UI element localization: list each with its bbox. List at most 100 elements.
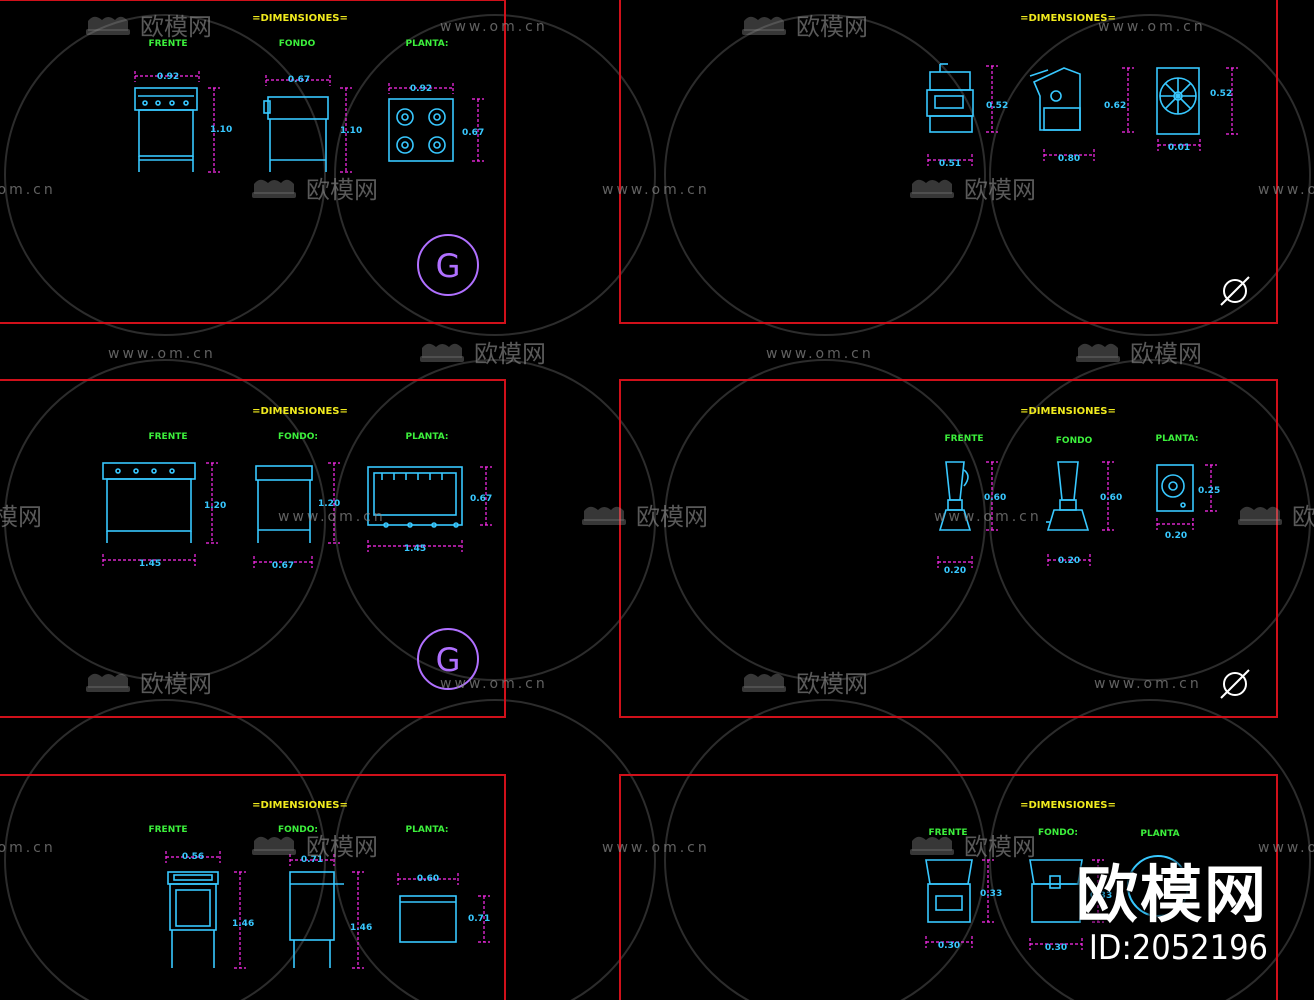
- frame-5: [0, 774, 506, 1000]
- watermark-cn: 欧模网: [636, 503, 708, 531]
- dim-w3: 0.20: [1165, 531, 1187, 541]
- watermark-url: www.om.cn: [1094, 676, 1202, 692]
- dim-side-width: 0.71: [301, 855, 323, 865]
- watermark-cn: 欧模网: [964, 833, 1036, 861]
- panel-fryer-cabinet: =DIMENSIONES= FRENTE FONDO: PLANTA:: [148, 800, 490, 969]
- label-plan: PLANTA:: [1155, 434, 1198, 444]
- watermark-url: www.om.cn: [108, 346, 216, 362]
- dim-side-width: 0.67: [288, 75, 310, 85]
- watermark-url: www.om.cn: [1258, 840, 1314, 856]
- frame-6: [619, 774, 1278, 1000]
- dim-w1: 0.51: [939, 159, 961, 169]
- dims-title: =DIMENSIONES=: [1020, 406, 1116, 417]
- watermark-url: www.om.cn: [440, 676, 548, 692]
- griddle-front-view: [102, 462, 196, 543]
- watermark-cn: 欧模网: [306, 833, 378, 861]
- watermark-urls: www.om.cn www.om.cn www.om.cn www.om.cn …: [0, 19, 1314, 856]
- watermark-cn: 欧模网: [796, 670, 868, 698]
- dim-front-height: 1.20: [204, 501, 226, 511]
- griddle-dims: [102, 462, 492, 568]
- dim-plan-width: 0.92: [410, 84, 432, 94]
- label-plan: PLANTA: [1140, 829, 1179, 839]
- cabinet-front-view: [167, 871, 219, 968]
- watermark-url: www.om.cn: [602, 840, 710, 856]
- panel-blender: =DIMENSIONES= FRENTE FONDO PLANTA:: [937, 406, 1250, 699]
- mixer-dims: [925, 859, 1104, 950]
- label-front: FRENTE: [148, 39, 187, 49]
- blender-side-view: [1046, 461, 1090, 531]
- watermark-cn: 欧模网: [140, 670, 212, 698]
- range-front-view: [134, 87, 198, 172]
- dim-w1: 0.30: [938, 941, 960, 951]
- label-plan: PLANTA:: [405, 825, 448, 835]
- watermark-url: www.om.cn: [934, 509, 1042, 525]
- frame-2: [619, 0, 1278, 324]
- cabinet-dims: [165, 851, 490, 969]
- brand-overlay: 欧模网 ID:2052196: [1075, 858, 1268, 969]
- dim-h1: 0.60: [984, 493, 1006, 503]
- dim-plan-depth: 0.67: [470, 494, 492, 504]
- dim-plan-depth: 0.71: [468, 914, 490, 924]
- panel-slicer: =DIMENSIONES=: [926, 13, 1250, 306]
- dim-front-height: 1.46: [232, 919, 254, 929]
- slicer-dims: [927, 65, 1238, 166]
- dims-title: =DIMENSIONES=: [1020, 13, 1116, 24]
- watermark-cn: 欧模网: [306, 176, 378, 204]
- mixer-side-view: [1029, 859, 1083, 923]
- slicer-side-view: [1029, 67, 1081, 131]
- dim-w2: 0.30: [1045, 943, 1067, 953]
- dims-title: =DIMENSIONES=: [1020, 800, 1116, 811]
- mixer-plan-view: [1127, 855, 1189, 917]
- range-plan-view: [388, 98, 454, 162]
- dim-h3: 0.52: [1210, 89, 1232, 99]
- dim-side-height: 1.46: [350, 923, 372, 933]
- cabinet-side-view: [289, 871, 344, 968]
- watermark-cn: 欧模网: [140, 13, 212, 41]
- dim-front-height: 1.10: [210, 125, 232, 135]
- side-dims: [265, 75, 352, 173]
- dim-w3: 0.01: [1168, 143, 1190, 153]
- dims-title: =DIMENSIONES=: [252, 800, 348, 811]
- slicer-front-view: [926, 63, 974, 133]
- dim-h3: 0.25: [1198, 486, 1220, 496]
- panel-griddle: =DIMENSIONES= FRENTE FONDO: PLANTA:: [102, 406, 492, 690]
- watermark-url: www.om.cn: [602, 182, 710, 198]
- label-front: FRENTE: [944, 434, 983, 444]
- watermark-cn: 欧模网: [1292, 503, 1314, 531]
- dim-w2: 0.80: [1058, 154, 1080, 164]
- blender-front-view: [938, 461, 972, 531]
- frame-1: [0, 0, 506, 324]
- watermark-cn: 欧模网: [964, 176, 1036, 204]
- panel-mixer: =DIMENSIONES= FRENTE FONDO: PLANTA 0.33 …: [925, 800, 1189, 953]
- griddle-side-view: [255, 465, 313, 543]
- label-plan: PLANTA:: [405, 39, 448, 49]
- dims-title: =DIMENSIONES=: [252, 13, 348, 24]
- dim-h2: 0.33: [1090, 891, 1112, 901]
- label-side: FONDO:: [1038, 828, 1078, 838]
- gas-symbol-circle: [417, 234, 479, 296]
- watermark-url: www.om.cn: [0, 840, 56, 856]
- label-front: FRENTE: [928, 828, 967, 838]
- watermark-url: www.om.cn: [440, 19, 548, 35]
- electric-symbol-icon: [1220, 669, 1250, 699]
- gas-symbol-icon: G: [436, 641, 461, 679]
- brand-logo: 欧模网: [1075, 858, 1268, 931]
- label-front: FRENTE: [148, 432, 187, 442]
- label-plan: PLANTA:: [405, 432, 448, 442]
- frame-3: [0, 379, 506, 718]
- dim-h2: 0.60: [1100, 493, 1122, 503]
- watermark-cn: 欧模网: [474, 340, 546, 368]
- dim-side-width: 0.67: [272, 561, 294, 571]
- dim-h1: 0.33: [980, 889, 1002, 899]
- watermark-url: www.om.cn: [0, 182, 56, 198]
- watermark-url: www.om.cn: [1258, 182, 1314, 198]
- label-front: FRENTE: [148, 825, 187, 835]
- watermark-url: www.om.cn: [278, 509, 386, 525]
- dim-w1: 0.20: [944, 566, 966, 576]
- electric-symbol-icon: [1220, 276, 1250, 306]
- dim-side-height: 1.20: [318, 499, 340, 509]
- blender-dims: [937, 461, 1217, 568]
- dim-front-width: 1.45: [139, 559, 161, 569]
- watermark-cn: 欧模网: [796, 13, 868, 41]
